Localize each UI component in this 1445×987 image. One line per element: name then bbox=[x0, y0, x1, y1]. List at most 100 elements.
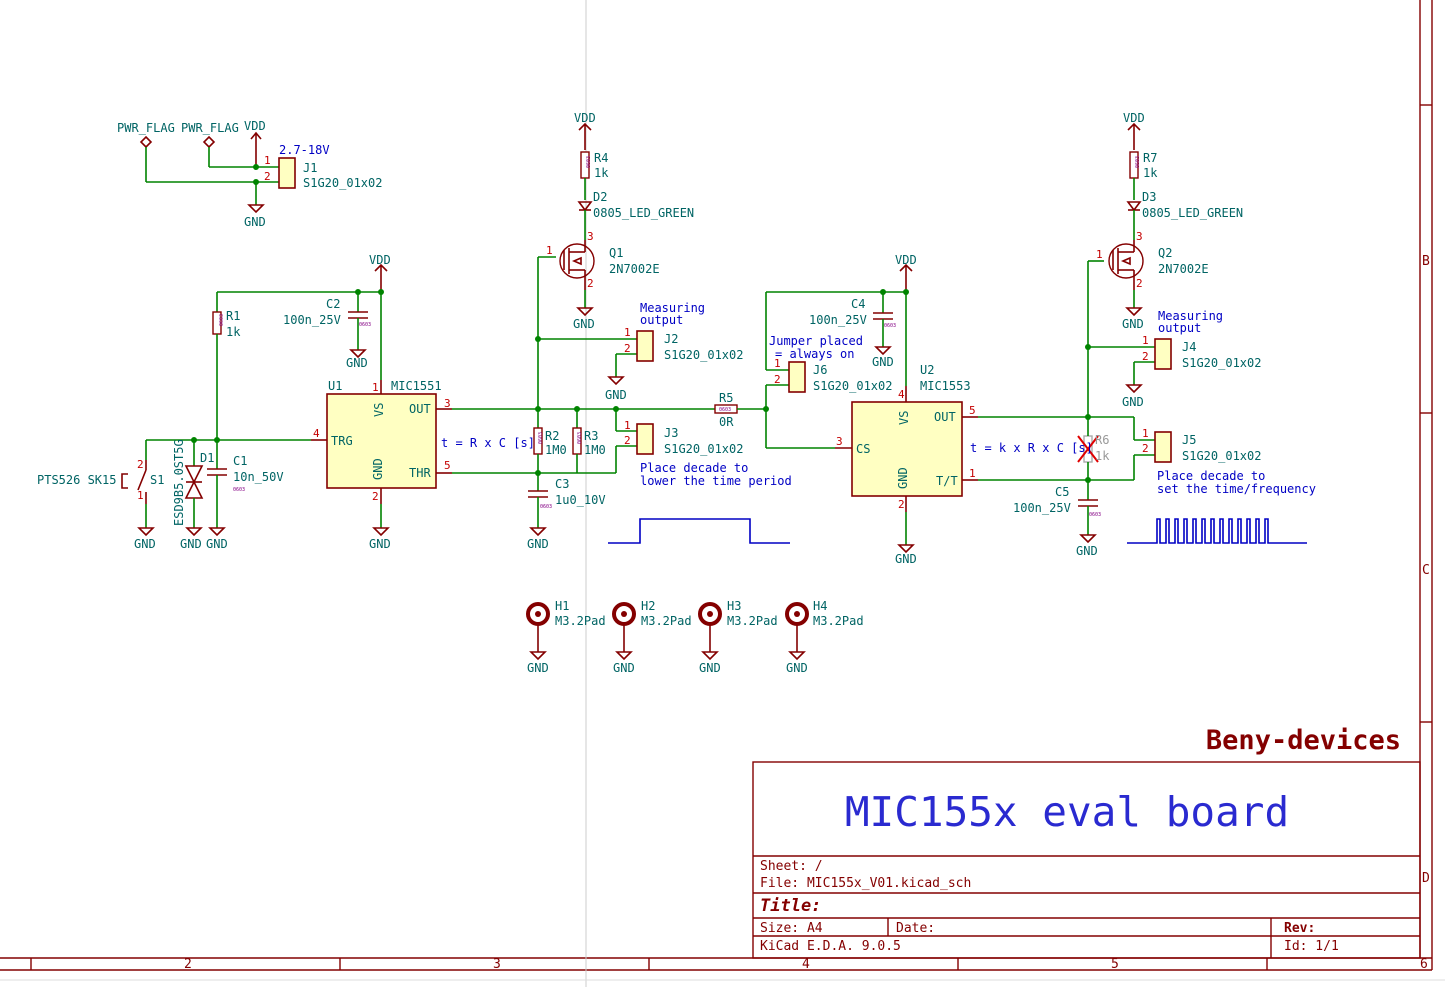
q1-body bbox=[559, 243, 595, 279]
svg-text:2: 2 bbox=[372, 490, 379, 503]
q1-ref: Q1 bbox=[609, 246, 623, 260]
svg-text:2: 2 bbox=[1142, 442, 1149, 455]
border-col-3: 3 bbox=[493, 957, 501, 972]
c1-footprint: 0603 bbox=[233, 487, 245, 493]
u1-section-wiring: 2 1 1 2 4 3 5 bbox=[121, 122, 790, 544]
svg-text:1: 1 bbox=[372, 381, 379, 394]
r5-footprint: 0603 bbox=[719, 407, 731, 413]
r3-ref: R3 bbox=[584, 429, 598, 443]
h3-value: M3.2Pad bbox=[727, 614, 778, 628]
j6-ref: J6 bbox=[813, 363, 827, 377]
gnd-label-c1: GND bbox=[206, 537, 228, 551]
sheet-label: Sheet: / bbox=[760, 859, 823, 874]
gnd-symbol-j1 bbox=[247, 204, 265, 214]
j5-value: S1G20_01x02 bbox=[1182, 449, 1261, 463]
r1-ref: R1 bbox=[226, 309, 240, 323]
border-col-6: 6 bbox=[1420, 957, 1428, 972]
r7-footprint: 0603 bbox=[1135, 156, 1141, 168]
d2-value: 0805_LED_GREEN bbox=[593, 206, 694, 220]
j6-note-line1: Jumper placed bbox=[769, 334, 863, 348]
gnd-label-q1: GND bbox=[573, 317, 595, 331]
pwr-flag-label-2: PWR_FLAG bbox=[181, 121, 239, 135]
u2-formula: t = k x R x C [s] bbox=[970, 441, 1093, 455]
vdd-symbol-u1 bbox=[374, 263, 388, 292]
c1-ref: C1 bbox=[233, 454, 247, 468]
c5-ref: C5 bbox=[1055, 485, 1069, 499]
h1-value: M3.2Pad bbox=[555, 614, 606, 628]
j3-value: S1G20_01x02 bbox=[664, 442, 743, 456]
monostable-waveform bbox=[608, 518, 790, 544]
d1-value: ESD9B5.0ST5G bbox=[172, 439, 186, 526]
gnd-label-u2: GND bbox=[895, 552, 917, 566]
c4-ref: C4 bbox=[851, 297, 865, 311]
gnd-label-h4: GND bbox=[786, 661, 808, 675]
svg-text:1: 1 bbox=[264, 154, 271, 167]
u1-pin-vs: VS bbox=[372, 403, 386, 417]
svg-text:1: 1 bbox=[1096, 248, 1103, 261]
h2-ref: H2 bbox=[641, 599, 655, 613]
gnd-label-h3: GND bbox=[699, 661, 721, 675]
d1-ref: D1 bbox=[200, 451, 214, 465]
u2-pin-out: OUT bbox=[934, 410, 956, 424]
j2-ref: J2 bbox=[664, 332, 678, 346]
gnd-label-c5: GND bbox=[1076, 544, 1098, 558]
u1-pin-thr: THR bbox=[409, 466, 431, 480]
r7-value: 1k bbox=[1143, 166, 1158, 180]
svg-text:4: 4 bbox=[898, 388, 905, 401]
j2-value: S1G20_01x02 bbox=[664, 348, 743, 362]
svg-text:2: 2 bbox=[774, 373, 781, 386]
gnd-label-j1: GND bbox=[244, 215, 266, 229]
vdd-label-q2: VDD bbox=[1123, 111, 1145, 125]
j1-value: S1G20_01x02 bbox=[303, 176, 382, 190]
svg-text:3: 3 bbox=[836, 435, 843, 448]
id-label: Id: 1/1 bbox=[1284, 939, 1339, 954]
size-label: Size: A4 bbox=[760, 921, 823, 936]
j4-value: S1G20_01x02 bbox=[1182, 356, 1261, 370]
d2-ref: D2 bbox=[593, 190, 607, 204]
border-row-b: B bbox=[1422, 254, 1430, 269]
pwr-flag-symbol-1 bbox=[139, 135, 153, 149]
svg-text:2: 2 bbox=[898, 498, 905, 511]
j5-ref: J5 bbox=[1182, 433, 1196, 447]
r2-value: 1M0 bbox=[545, 443, 567, 457]
j4-note-line1: Measuring bbox=[1158, 309, 1223, 323]
j1-ref: J1 bbox=[303, 161, 317, 175]
r2-ref: R2 bbox=[545, 429, 559, 443]
vdd-label-j1: VDD bbox=[244, 119, 266, 133]
border-col-4: 4 bbox=[802, 957, 810, 972]
vdd-symbol-j1 bbox=[250, 131, 262, 167]
c3-footprint: 0603 bbox=[540, 504, 552, 510]
j4-note-line2: output bbox=[1158, 321, 1201, 335]
svg-text:4: 4 bbox=[313, 427, 320, 440]
tool-label: KiCad E.D.A. 9.0.5 bbox=[760, 939, 901, 954]
r5-ref: R5 bbox=[719, 391, 733, 405]
r1-value: 1k bbox=[226, 325, 241, 339]
file-label: File: MIC155x_V01.kicad_sch bbox=[760, 876, 971, 891]
u2-section-wiring: 1 2 3 4 2 5 1 bbox=[765, 122, 1307, 554]
u2-pin-vs: VS bbox=[897, 411, 911, 425]
j3-ref: J3 bbox=[664, 426, 678, 440]
gnd-label-j4: GND bbox=[1122, 395, 1144, 409]
h4-value: M3.2Pad bbox=[813, 614, 864, 628]
svg-text:3: 3 bbox=[444, 397, 451, 410]
j2-note-line2: output bbox=[640, 313, 683, 327]
c2-ref: C2 bbox=[326, 297, 340, 311]
j6-note-line2: = always on bbox=[775, 347, 854, 361]
board-title: MIC155x eval board bbox=[845, 788, 1289, 836]
svg-text:1: 1 bbox=[774, 357, 781, 370]
c2-footprint: 0603 bbox=[359, 322, 371, 328]
r6-value: 1k bbox=[1095, 449, 1110, 463]
gnd-label-c3: GND bbox=[527, 537, 549, 551]
c5-footprint: 0603 bbox=[1089, 512, 1101, 518]
gnd-label-s1: GND bbox=[134, 537, 156, 551]
r4-value: 1k bbox=[594, 166, 609, 180]
r2-footprint: 0603 bbox=[538, 432, 544, 444]
gnd-label-h2: GND bbox=[613, 661, 635, 675]
q2-value: 2N7002E bbox=[1158, 262, 1209, 276]
s1-value: PTS526 SK15 bbox=[37, 473, 116, 487]
c3-value: 1u0_10V bbox=[555, 493, 606, 507]
svg-text:5: 5 bbox=[969, 404, 976, 417]
svg-text:1: 1 bbox=[624, 419, 631, 432]
gnd-label-j2: GND bbox=[605, 388, 627, 402]
c5-value: 100n_25V bbox=[1013, 501, 1071, 515]
